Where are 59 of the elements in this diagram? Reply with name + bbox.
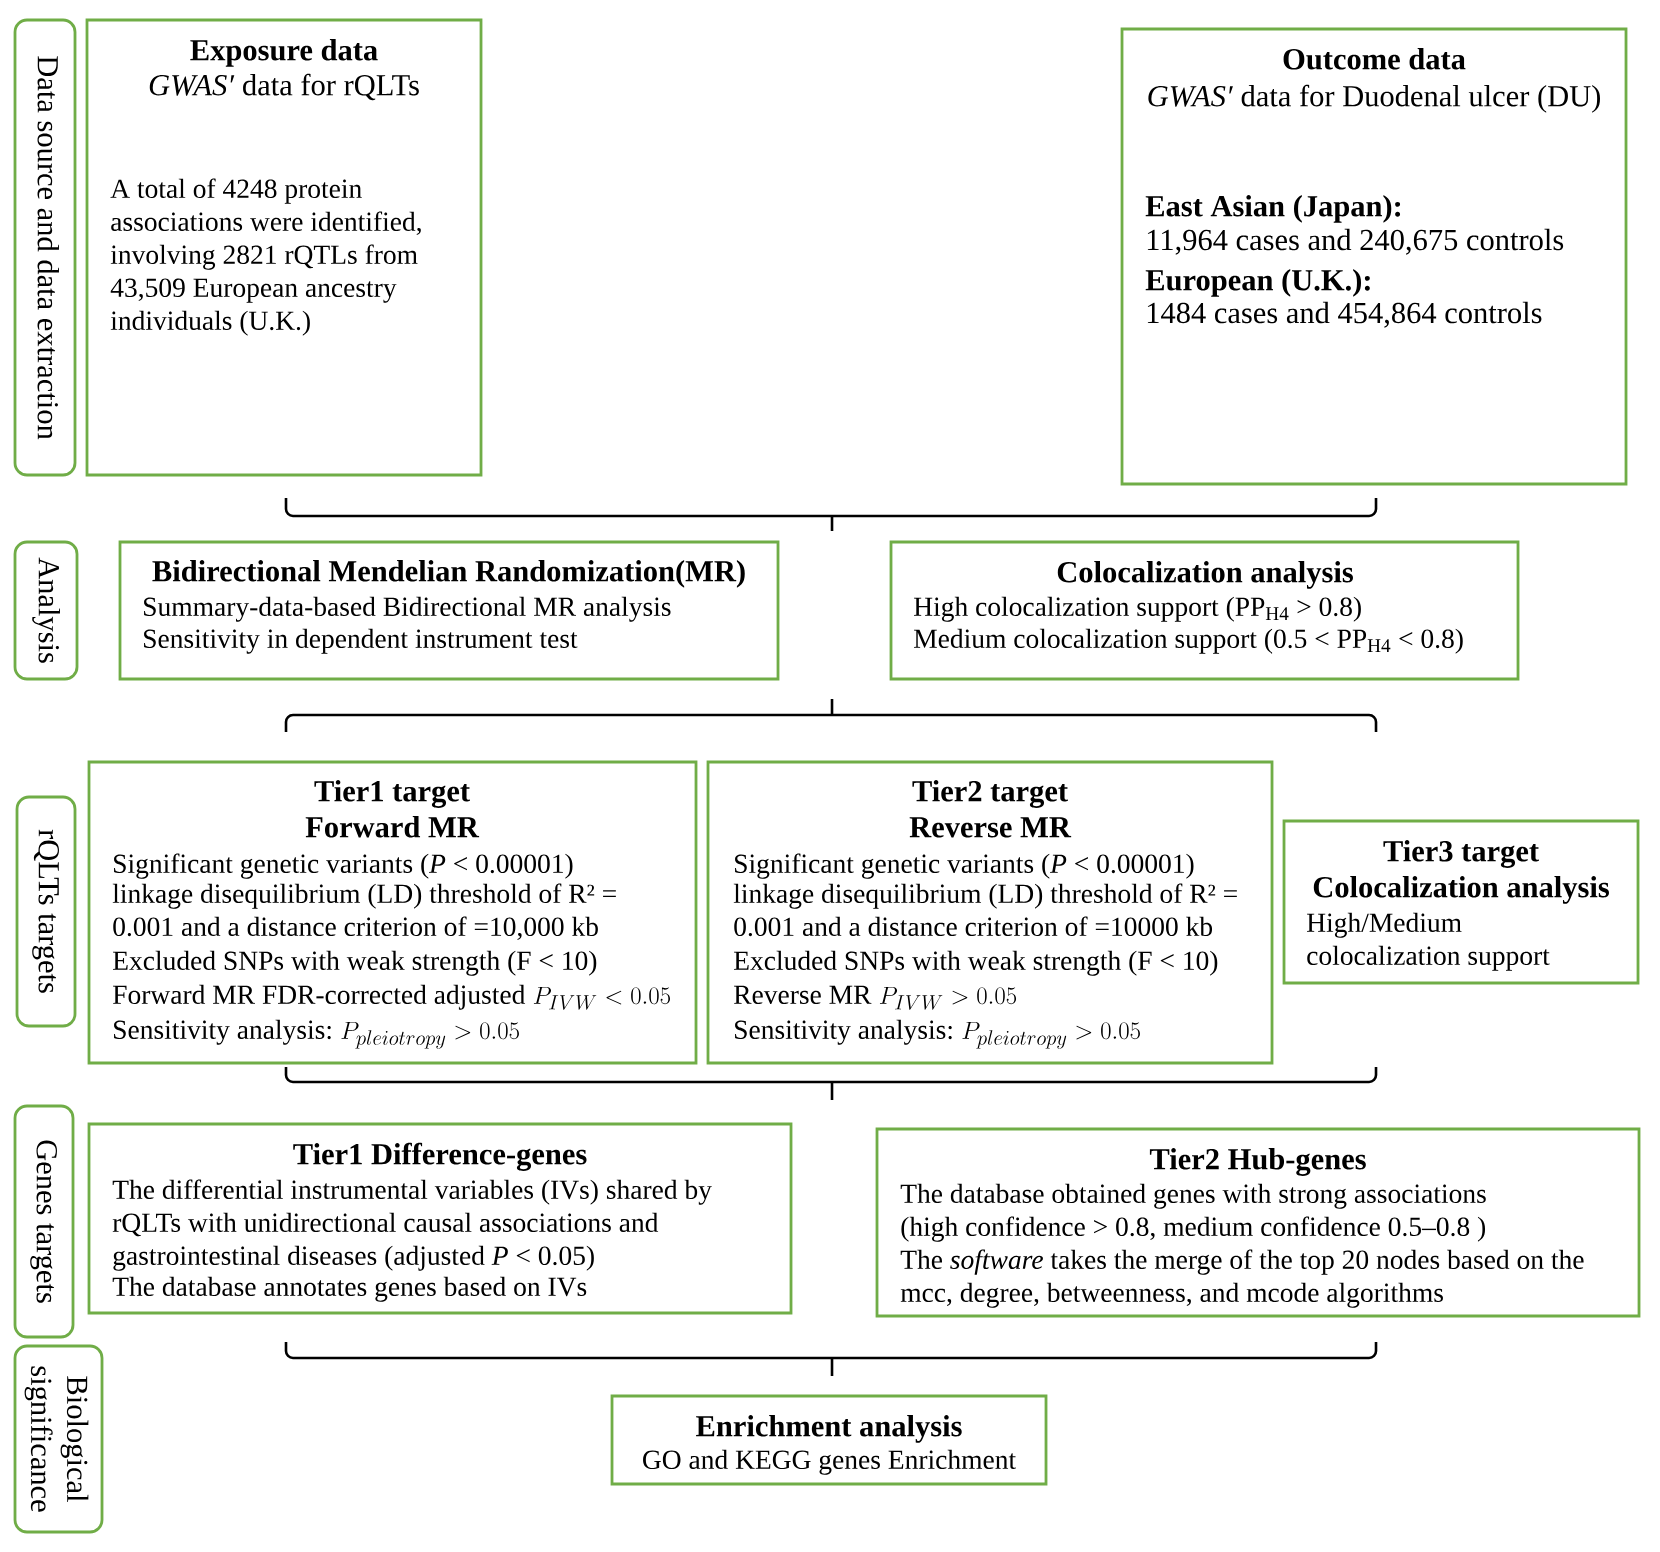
heading: Tier3 target	[1383, 840, 1539, 868]
body-text: linkage disequilibrium (LD) threshold of R² = 0.001 and a distance criterion of =10000 kb	[733, 883, 1237, 937]
body-text: Significant genetic variants (P < 0.00001)	[114, 853, 573, 879]
body-text: A total of 4248 protein associations were identified, involving 2821 rQTLs from 43,509 European ancestry individuals (U.K.)	[110, 178, 421, 336]
formula: $P_{pleiotropy} > 0.05$	[341, 1021, 519, 1049]
heading: Exposure data	[190, 39, 378, 67]
body-text: The database annotates genes based on IVs	[112, 1276, 587, 1302]
formula: $P_{IVW} < 0.05$	[533, 986, 670, 1010]
process-box	[118, 540, 780, 681]
heading: Tier1 Difference-genes	[293, 1142, 587, 1171]
subheading: GWAS′ data for rQLTs	[149, 73, 419, 101]
body-text: GO and KEGG genes Enrichment	[643, 1449, 1016, 1475]
heading: Reverse MR	[909, 817, 1072, 838]
heading: Outcome data	[1283, 48, 1466, 70]
body-text: Reverse MR	[734, 985, 872, 1005]
body-text: The differential instrumental variables (IVs) shared by rQLTs with unidirectional causal associations and gastrointestinal diseases (adjusted P < 0.05)	[112, 1179, 712, 1271]
formula: $P_{pleiotropy} > 0.05$	[962, 1021, 1140, 1049]
formula: $P_{IVW} > 0.05$	[879, 986, 1017, 1010]
stage-tab: Analysis	[13, 540, 79, 681]
body-text: High/Medium colocalization support	[1307, 912, 1550, 971]
body-text: Sensitivity analysis:	[114, 1019, 331, 1045]
heading: Tier2 Hub-genes	[1149, 1148, 1366, 1176]
heading: Tier2 target	[912, 780, 1068, 808]
heading: Bidirectional Mendelian Randomization(MR)	[152, 560, 745, 588]
body-text: Excluded SNPs with weak strength (F < 10)	[113, 950, 597, 976]
process-box	[1282, 819, 1640, 985]
process-box	[889, 540, 1520, 681]
body-text: Medium colocalization support (0.5 < PP$_{H4}$ < 0.8)	[914, 628, 1463, 654]
stage-tab: Genes targets	[13, 1104, 75, 1339]
process-box	[85, 18, 483, 477]
body-text: Sensitivity in dependent instrument test	[144, 628, 578, 654]
process-box	[1120, 27, 1628, 486]
body-text: Significant genetic variants (P < 0.00001)	[735, 853, 1194, 879]
process-box	[87, 760, 698, 1065]
subheading: GWAS′ data for Duodenal ulcer (DU)	[1148, 84, 1600, 113]
group-heading: European (U.K.):	[1145, 269, 1370, 297]
body-text: The database obtained genes with strong associations (high confidence > 0.8, medium confidence 0.5–0.8 )	[900, 1183, 1486, 1242]
heading: Tier1 target	[314, 780, 470, 808]
body-text: Sensitivity analysis:	[735, 1019, 952, 1045]
heading: Colocalization analysis	[1057, 561, 1353, 589]
body-text: 1484 cases and 454,864 controls	[1147, 301, 1542, 328]
stage-tab: Data source and data extraction	[13, 18, 77, 477]
body-text: linkage disequilibrium (LD) threshold of R² = 0.001 and a distance criterion of =10,000 kb	[112, 883, 616, 941]
body-text: Summary-data-based Bidirectional MR analysis	[144, 596, 671, 622]
process-box	[706, 760, 1274, 1065]
body-text: Excluded SNPs with weak strength (F < 10)	[734, 950, 1218, 976]
process-box	[87, 1122, 793, 1315]
heading: Forward MR	[305, 816, 480, 838]
body-text: Forward MR FDR-corrected adjusted	[113, 984, 526, 1010]
stage-tab: Biological significance	[13, 1344, 104, 1534]
body-text: High colocalization support (PP$_{H4}$ > 0.8)	[914, 596, 1361, 622]
heading: Colocalization analysis	[1313, 876, 1609, 904]
process-box	[875, 1127, 1641, 1318]
heading: Enrichment analysis	[696, 1415, 962, 1443]
body-text: 11,964 cases and 240,675 controls	[1147, 228, 1564, 255]
body-text: The software takes the merge of the top 20 nodes based on the mcc, degree, betweenness, and mcode algorithms	[900, 1249, 1584, 1308]
process-box	[610, 1394, 1048, 1486]
group-heading: East Asian (Japan):	[1145, 195, 1401, 223]
stage-tab: rQLTs targets	[15, 795, 77, 1028]
